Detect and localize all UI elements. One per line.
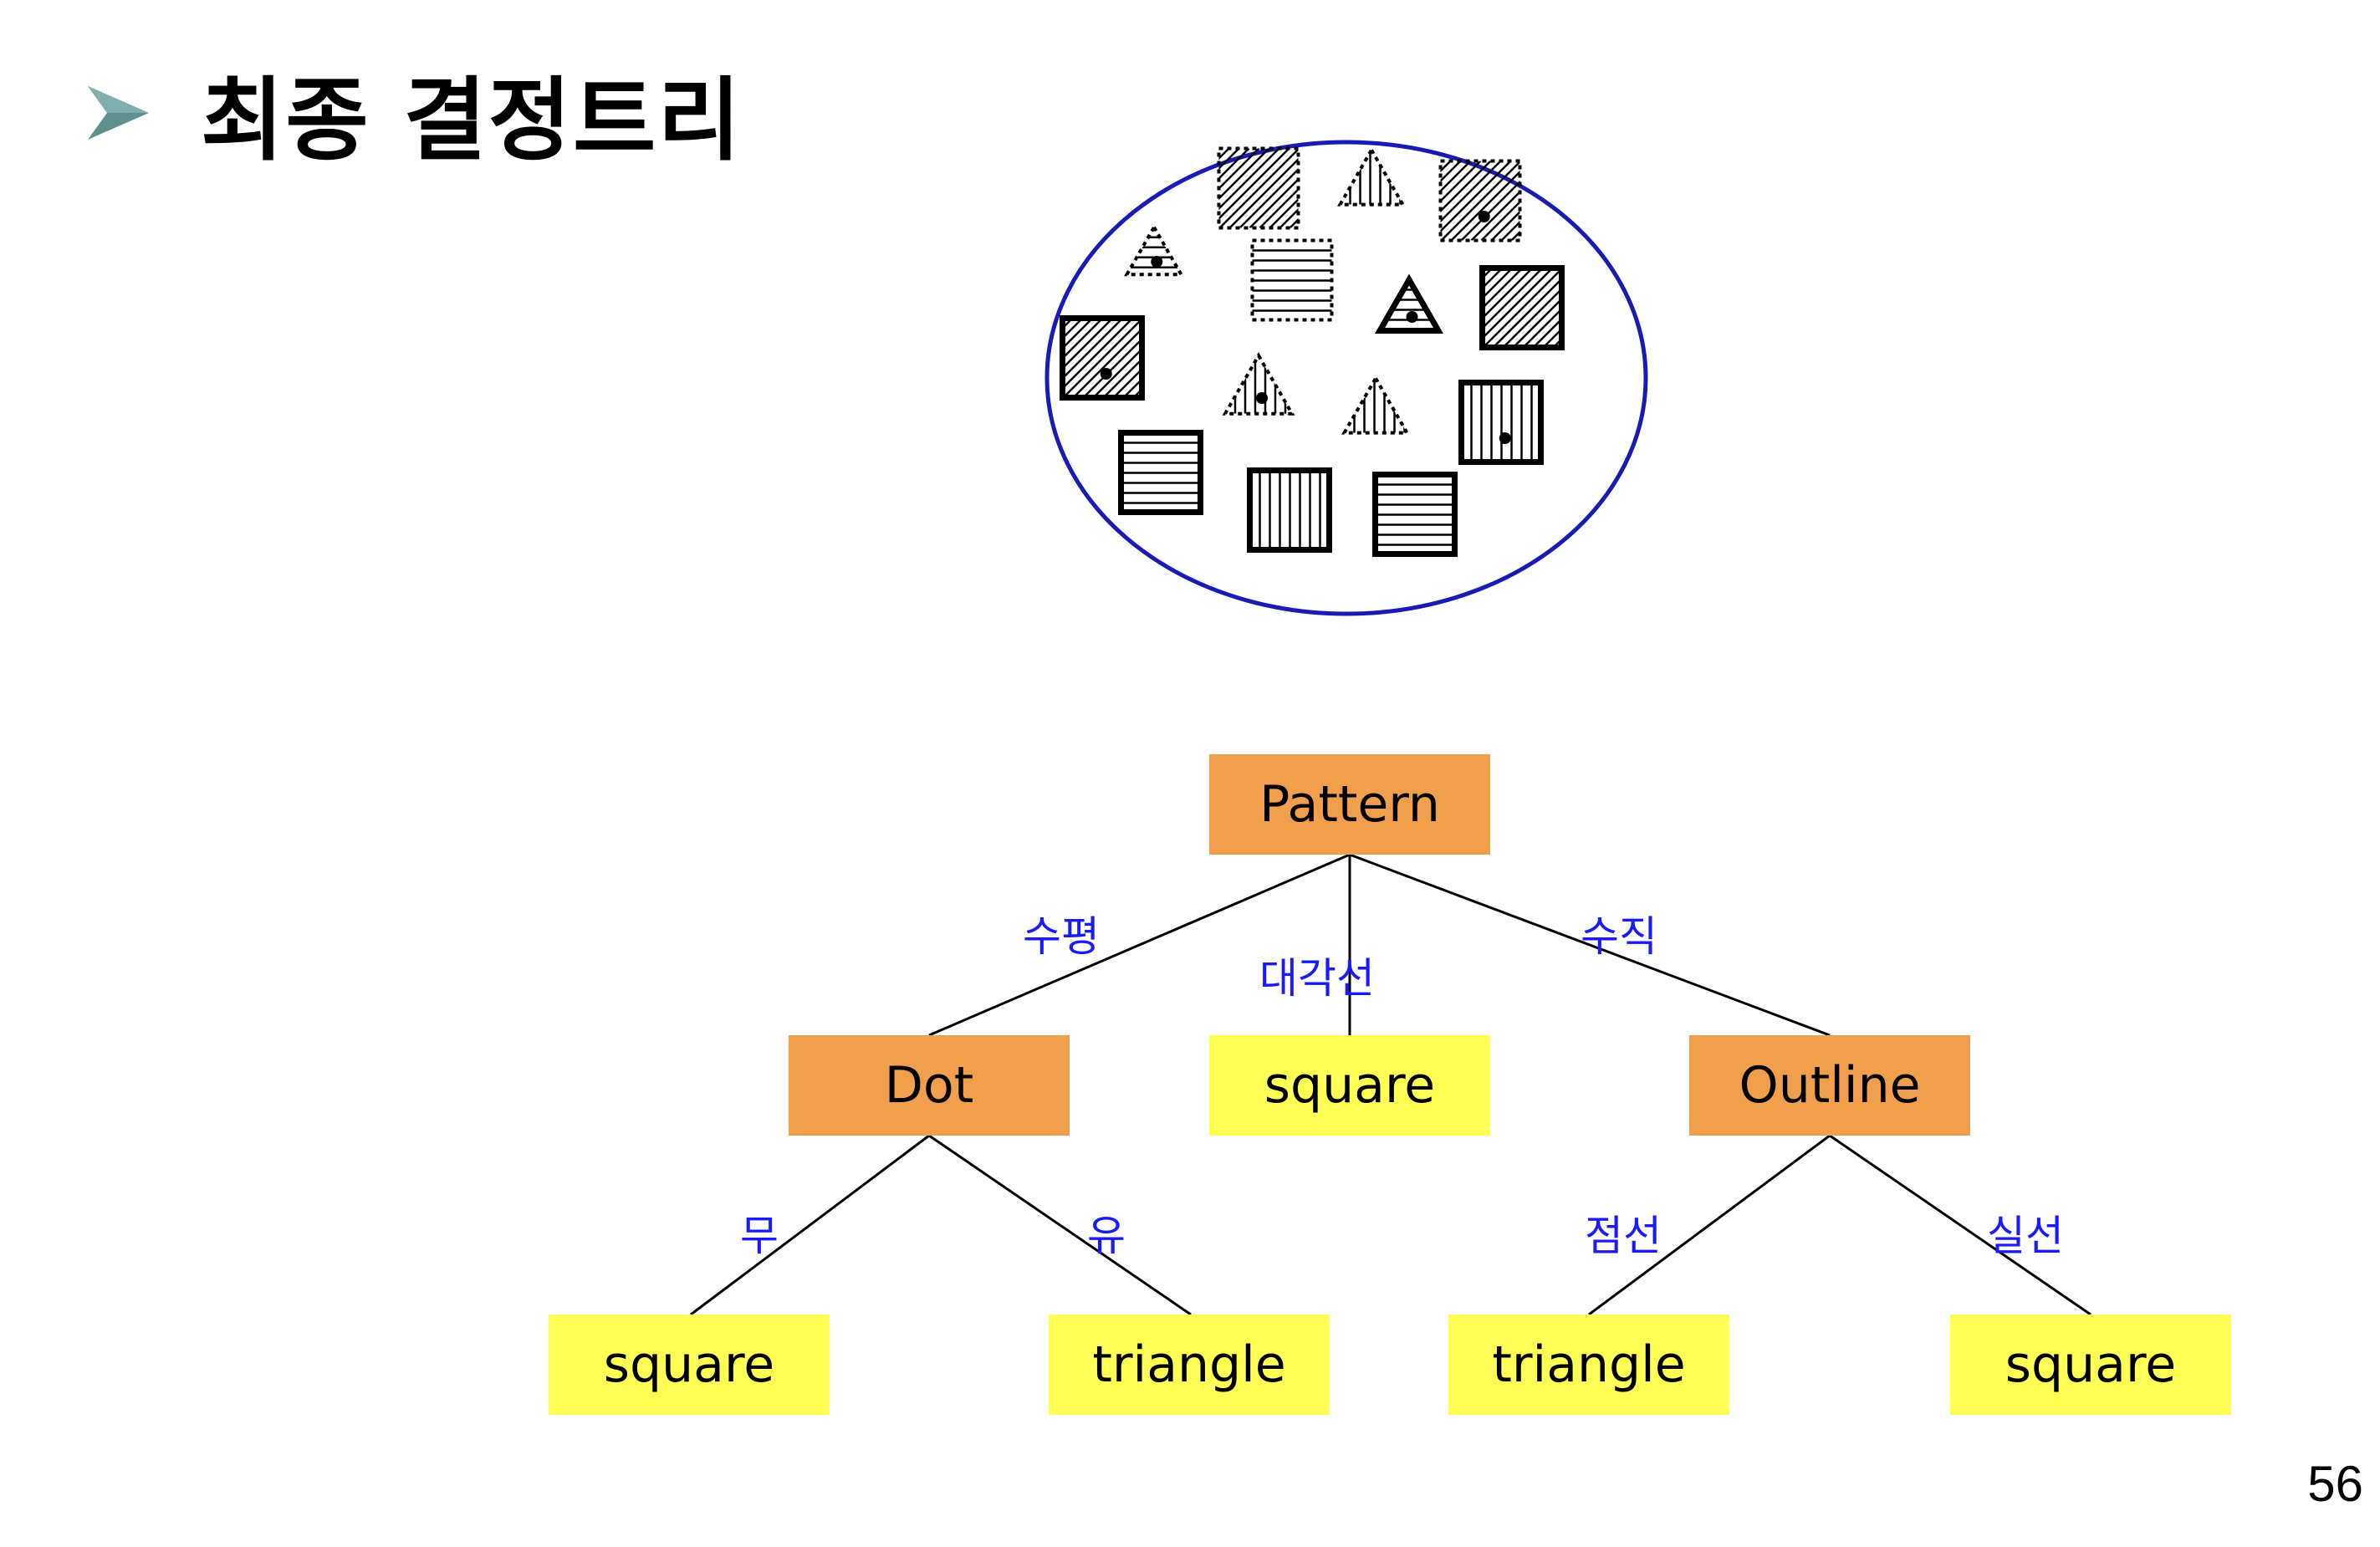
example-square [1217,146,1300,230]
example-square [1458,380,1544,465]
edge-label-has-dot: 유 [1087,1212,1126,1260]
edge-dot-square [690,1134,930,1316]
example-square [1372,472,1458,557]
arrow-bullet-icon [88,86,149,140]
slide-title: 최종 결정트리 [201,69,743,173]
node-dot: Dot [789,1035,1070,1136]
example-square [1118,430,1203,515]
edge-root-outline [1349,853,1831,1037]
leaf-square-diagonal: square [1209,1035,1490,1136]
leaf-square-solid: square [1950,1315,2231,1415]
example-square [1250,238,1334,322]
node-outline: Outline [1689,1035,1970,1136]
edge-label-solid-outline: 실선 [1987,1212,2064,1260]
example-square [1247,467,1332,553]
page-number: 56 [2307,1456,2363,1512]
edge-label-diagonal: 대각선 [1259,954,1375,1003]
example-square [1060,315,1145,401]
edge-root-dot [928,853,1351,1037]
edge-outline-square [1829,1134,2091,1316]
edge-dot-triangle [928,1134,1192,1316]
edge-label-horizontal: 수평 [1023,912,1100,961]
edge-label-dotted-outline: 점선 [1585,1212,1662,1260]
leaf-square-no-dot: square [549,1315,830,1415]
edge-label-vertical: 수직 [1581,912,1657,961]
node-root: Pattern [1209,754,1490,855]
example-square [1438,159,1522,243]
example-square [1479,265,1565,350]
leaf-triangle-dot: triangle [1049,1315,1330,1415]
leaf-triangle-dotted: triangle [1448,1315,1729,1415]
slide-title-row: 최종 결정트리 [84,50,743,176]
edge-label-no-dot: 무 [740,1212,779,1260]
edge-outline-triangle [1588,1134,1831,1316]
examples-boundary [1044,140,1648,616]
training-examples-ellipse [1044,140,1648,616]
